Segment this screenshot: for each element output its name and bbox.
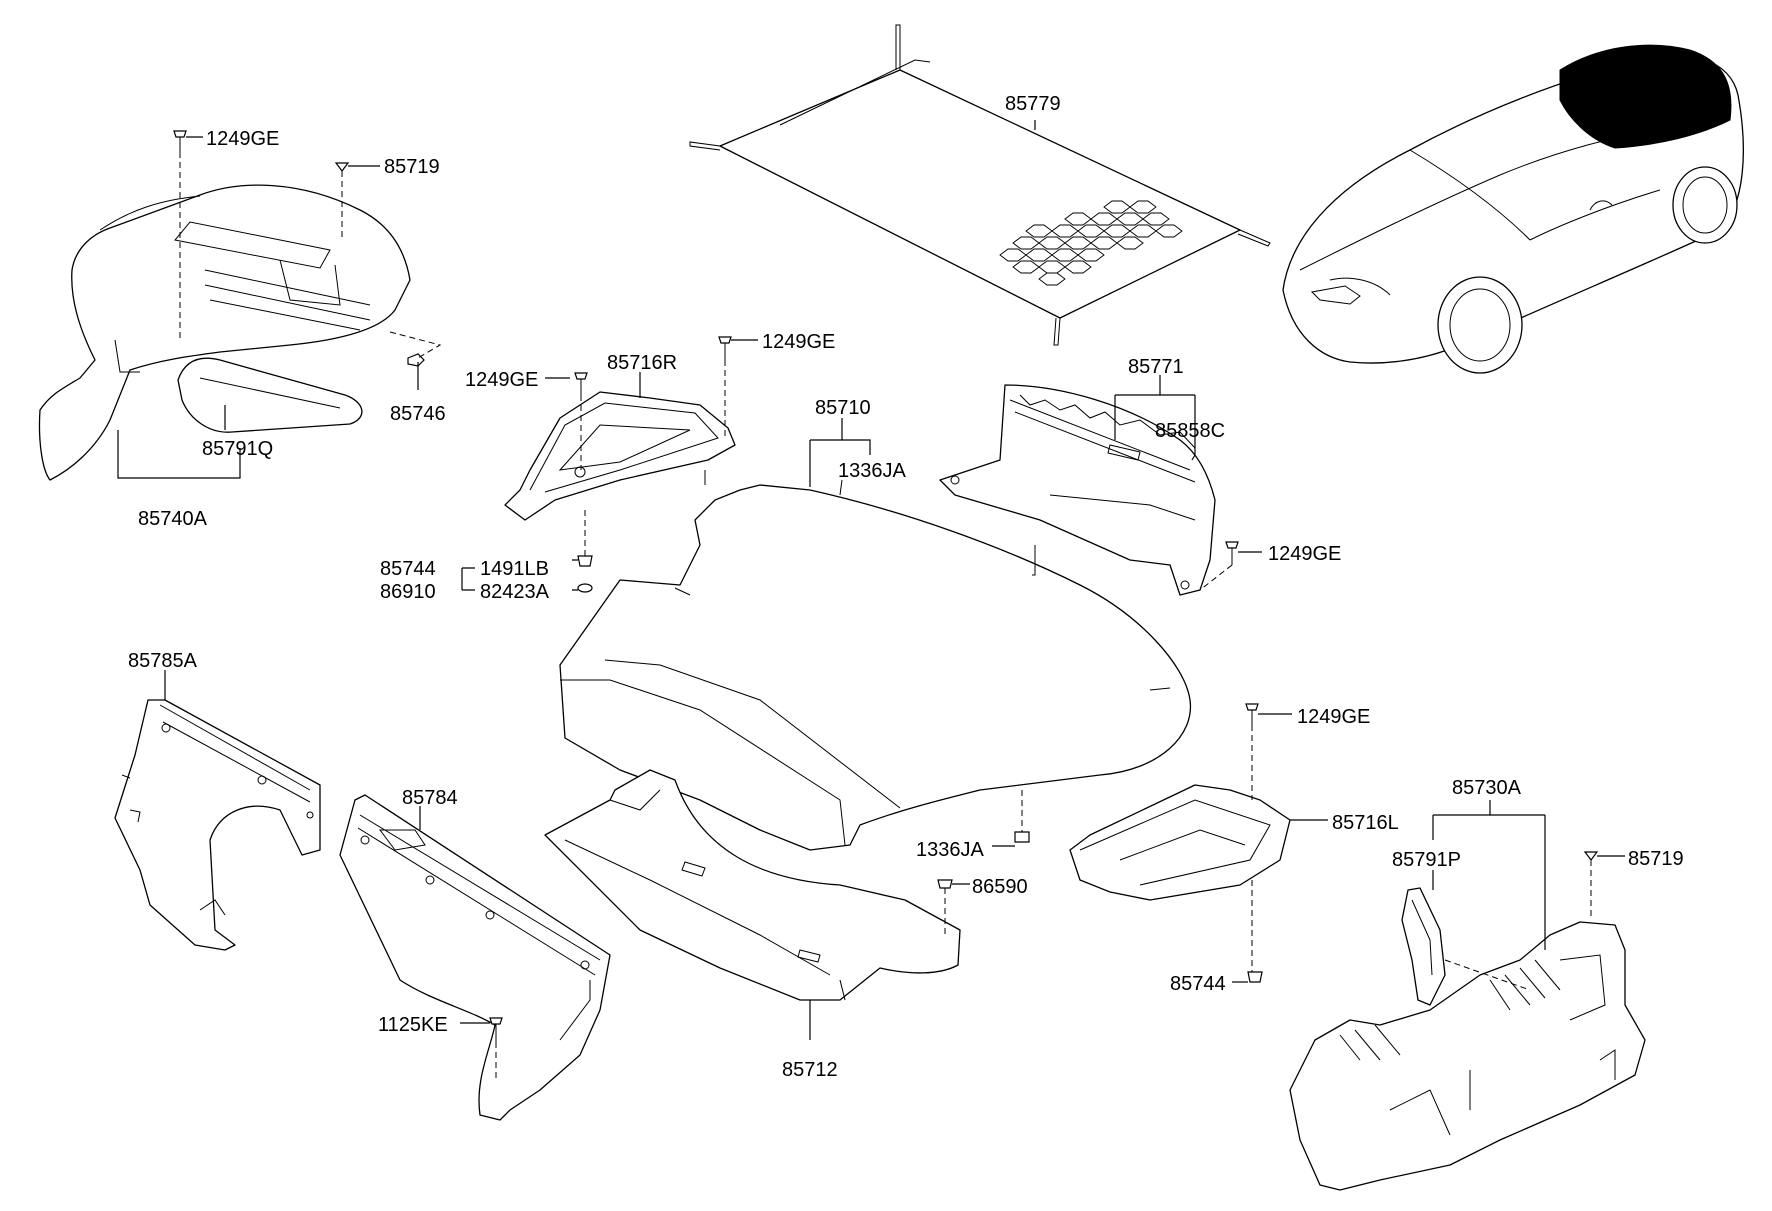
label-86590: 86590 [972, 876, 1028, 898]
label-1249ge: 1249GE [465, 369, 538, 391]
label-1336ja: 1336JA [916, 839, 984, 861]
label-1249ge: 1249GE [1268, 543, 1341, 565]
label-85791p: 85791P [1392, 849, 1461, 871]
dashed-lines [179, 152, 1592, 1080]
label-1249ge: 1249GE [762, 331, 835, 353]
label-85710: 85710 [815, 397, 871, 419]
part-85716l-tray [1069, 784, 1291, 901]
label-85791q: 85791Q [202, 438, 273, 460]
part-85740a-quarter-trim [38, 184, 411, 481]
label-85779: 85779 [1005, 93, 1061, 115]
fasteners [173, 130, 1599, 1042]
part-85791p-pad [1401, 887, 1446, 1006]
label-1249ge: 1249GE [1297, 706, 1370, 728]
label-85730a: 85730A [1452, 777, 1522, 799]
label-1249ge: 1249GE [206, 128, 279, 150]
label-85716l: 85716L [1332, 812, 1399, 834]
label-85744: 85744 [380, 558, 436, 580]
label-82423a: 82423A [480, 581, 550, 603]
part-85784-side-trim [339, 794, 611, 1121]
label-85746: 85746 [390, 403, 446, 425]
label-86910: 86910 [380, 581, 436, 603]
label-1336ja: 1336JA [838, 460, 906, 482]
part-85785a-side-trim [114, 699, 321, 951]
part-85716r-tray [504, 391, 736, 521]
part-85779-cargo-net [689, 24, 1271, 346]
label-85719: 85719 [1628, 848, 1684, 870]
leader-lines [117, 120, 1625, 1040]
part-85791q-pad [177, 357, 363, 433]
label-85785a: 85785A [128, 650, 198, 672]
part-labels: 1249GE 85719 85746 85791Q 85740A 85779 1… [128, 93, 1684, 1081]
label-85784: 85784 [402, 787, 458, 809]
label-1125ke: 1125KE [378, 1014, 448, 1036]
part-85710-floor-board [559, 470, 1192, 851]
label-85744: 85744 [1170, 973, 1226, 995]
part-85730a-quarter-trim [1289, 921, 1646, 1191]
car-illustration [1282, 44, 1744, 374]
label-85771: 85771 [1128, 356, 1184, 378]
label-1491lb: 1491LB [480, 558, 549, 580]
label-85740a: 85740A [138, 508, 208, 530]
label-85719: 85719 [384, 156, 440, 178]
part-85712-under-tray [544, 769, 961, 1001]
label-85712: 85712 [782, 1059, 838, 1081]
label-85716r: 85716R [607, 352, 677, 374]
label-85858c: 85858C [1155, 420, 1225, 442]
part-85771-rear-trim [939, 384, 1216, 596]
